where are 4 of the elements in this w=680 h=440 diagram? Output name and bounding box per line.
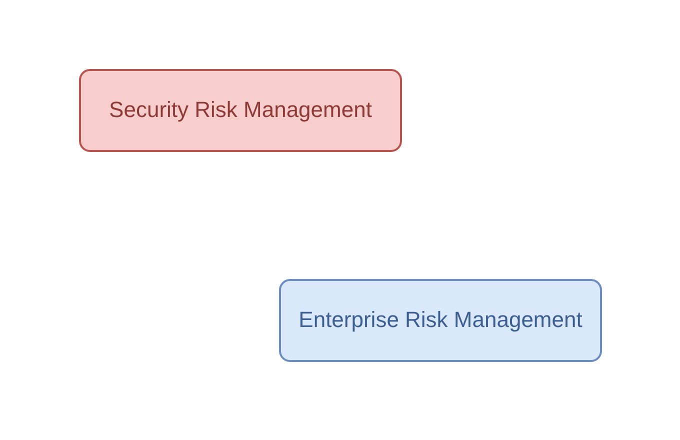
risk-box bbox=[79, 69, 402, 152]
risk-box bbox=[279, 279, 602, 362]
box-label: Security Risk Management bbox=[109, 97, 372, 124]
box-label: Enterprise Risk Management bbox=[298, 307, 582, 334]
